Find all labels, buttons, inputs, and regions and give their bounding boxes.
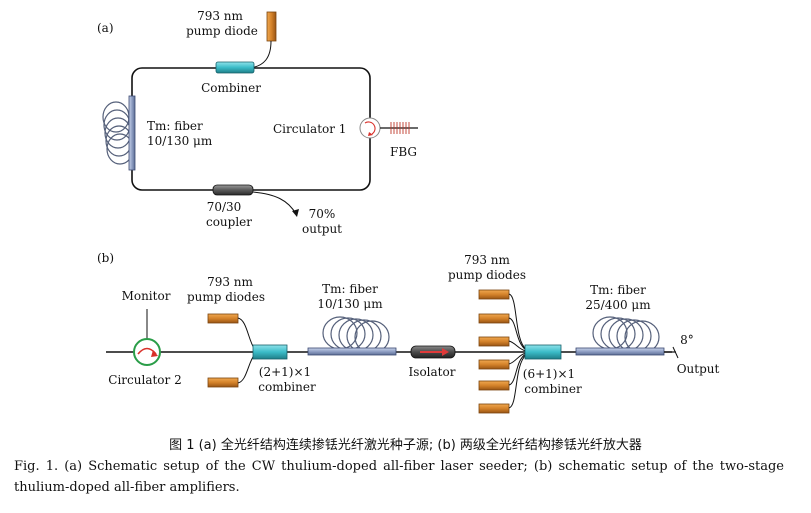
panel-b-tag: (b) [97, 251, 114, 265]
fbg-label: FBG [390, 145, 417, 159]
combiner [215, 61, 255, 74]
combiner-1-label-2: combiner [258, 380, 316, 394]
combiner-6plus1 [524, 344, 562, 360]
pump-diode [266, 11, 277, 42]
pump-diodes-2-label-2: pump diodes [448, 268, 526, 282]
coupler-label-1: 70/30 [207, 200, 242, 214]
pump-lead-fiber [237, 317, 256, 351]
fbg-grating [390, 122, 410, 134]
output-label: Output [677, 362, 720, 376]
tm-fiber-1-label-1: Tm: fiber [322, 282, 378, 296]
pump-diode [207, 377, 239, 388]
combiner-2plus1 [252, 344, 288, 360]
pump-diode-label-2: pump diode [186, 24, 258, 38]
tm-fiber-coil [102, 95, 136, 171]
pump-lead-fiber [237, 353, 256, 384]
tm-fiber-2-label-2: 25/400 μm [585, 298, 651, 312]
coupler-label-2: coupler [206, 215, 252, 229]
tm-fiber-label-2: 10/130 μm [147, 134, 213, 148]
pump-lead-fibers [508, 293, 527, 409]
tm-fiber-1-label-2: 10/130 μm [317, 297, 383, 311]
panel-a-tag: (a) [97, 21, 114, 35]
circulator-2-label: Circulator 2 [108, 373, 181, 387]
coupler [212, 184, 254, 196]
circulator-1 [359, 117, 381, 139]
isolator [410, 345, 456, 359]
tm-fiber-2-label-1: Tm: fiber [590, 283, 646, 297]
output-label-1: 70% [309, 207, 336, 221]
monitor-label: Monitor [122, 289, 171, 303]
output-fiber [252, 191, 297, 215]
angle-label: 8° [680, 333, 694, 347]
pump-diodes-1-label-2: pump diodes [187, 290, 265, 304]
circulator-2 [133, 338, 161, 366]
isolator-label: Isolator [409, 365, 456, 379]
output-arrow-icon [292, 209, 299, 217]
angle-cleave-mark [672, 346, 679, 359]
caption-chinese: 图 1 (a) 全光纤结构连续掺铥光纤激光种子源; (b) 两级全光纤结构掺铥光… [169, 438, 642, 453]
tm-fiber-label-1: Tm: fiber [147, 119, 203, 133]
pump-diodes-1-label-1: 793 nm [207, 275, 253, 289]
pump-diodes-2-label-1: 793 nm [464, 253, 510, 267]
pump-diode-label-1: 793 nm [197, 9, 243, 23]
circulator-1-label: Circulator 1 [273, 122, 346, 136]
tm-fiber-2-coil [575, 316, 665, 356]
setup-diagram: (a) 793 nm pump diode Combiner Tm: fiber… [97, 9, 720, 414]
output-label-2: output [302, 222, 342, 236]
combiner-2-label-2: combiner [524, 382, 582, 396]
caption-english: Fig. 1. (a) Schematic setup of the CW th… [14, 459, 784, 495]
tm-fiber-1-coil [307, 316, 397, 356]
combiner-label: Combiner [201, 81, 261, 95]
combiner-2-label-1: (6+1)×1 [523, 367, 575, 381]
combiner-1-label-1: (2+1)×1 [259, 365, 311, 379]
pump-diode [207, 313, 239, 324]
